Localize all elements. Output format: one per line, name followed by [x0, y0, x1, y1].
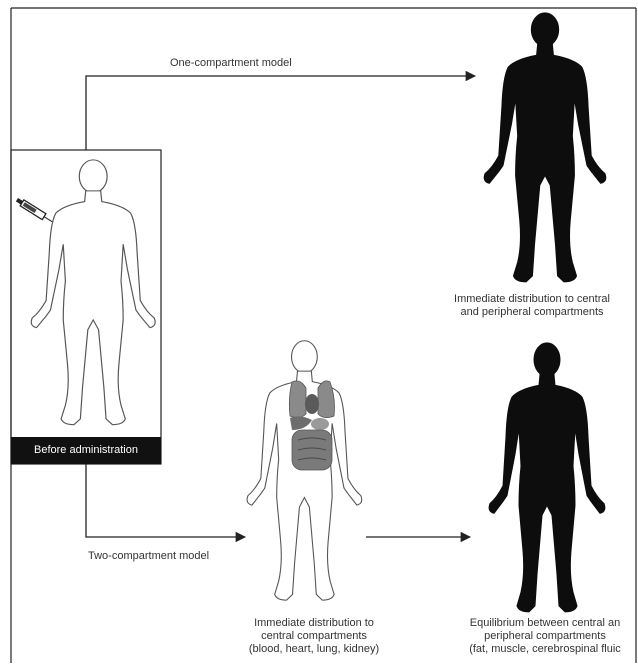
- caption-line: peripheral compartments: [445, 630, 638, 643]
- caption-line: and peripheral compartments: [432, 306, 632, 319]
- human-outline-organs-icon: [247, 341, 362, 600]
- before-administration-label: Before administration: [11, 437, 161, 464]
- caption-line: central compartments: [214, 630, 414, 643]
- one-compartment-arrow: [86, 76, 475, 150]
- caption-line: Immediate distribution to: [214, 617, 414, 630]
- organs-icon: [289, 381, 334, 470]
- caption-line: Equilibrium between central an: [445, 617, 638, 630]
- syringe-icon: [15, 197, 54, 225]
- immediate-distribution-all-caption: Immediate distribution to central and pe…: [432, 293, 632, 319]
- one-compartment-label: One-compartment model: [170, 57, 292, 70]
- two-compartment-arrow: [86, 464, 245, 537]
- human-silhouette-icon: [484, 13, 606, 282]
- caption-line: (fat, muscle, cerebrospinal fluic: [445, 643, 638, 656]
- two-compartment-label: Two-compartment model: [88, 550, 209, 563]
- caption-line: Immediate distribution to central: [432, 293, 632, 306]
- caption-line: (blood, heart, lung, kidney): [214, 643, 414, 656]
- immediate-distribution-central-caption: Immediate distribution to central compar…: [214, 617, 414, 656]
- equilibrium-caption: Equilibrium between central an periphera…: [445, 617, 638, 656]
- human-outline-icon: [31, 160, 155, 425]
- human-silhouette-icon: [489, 343, 605, 612]
